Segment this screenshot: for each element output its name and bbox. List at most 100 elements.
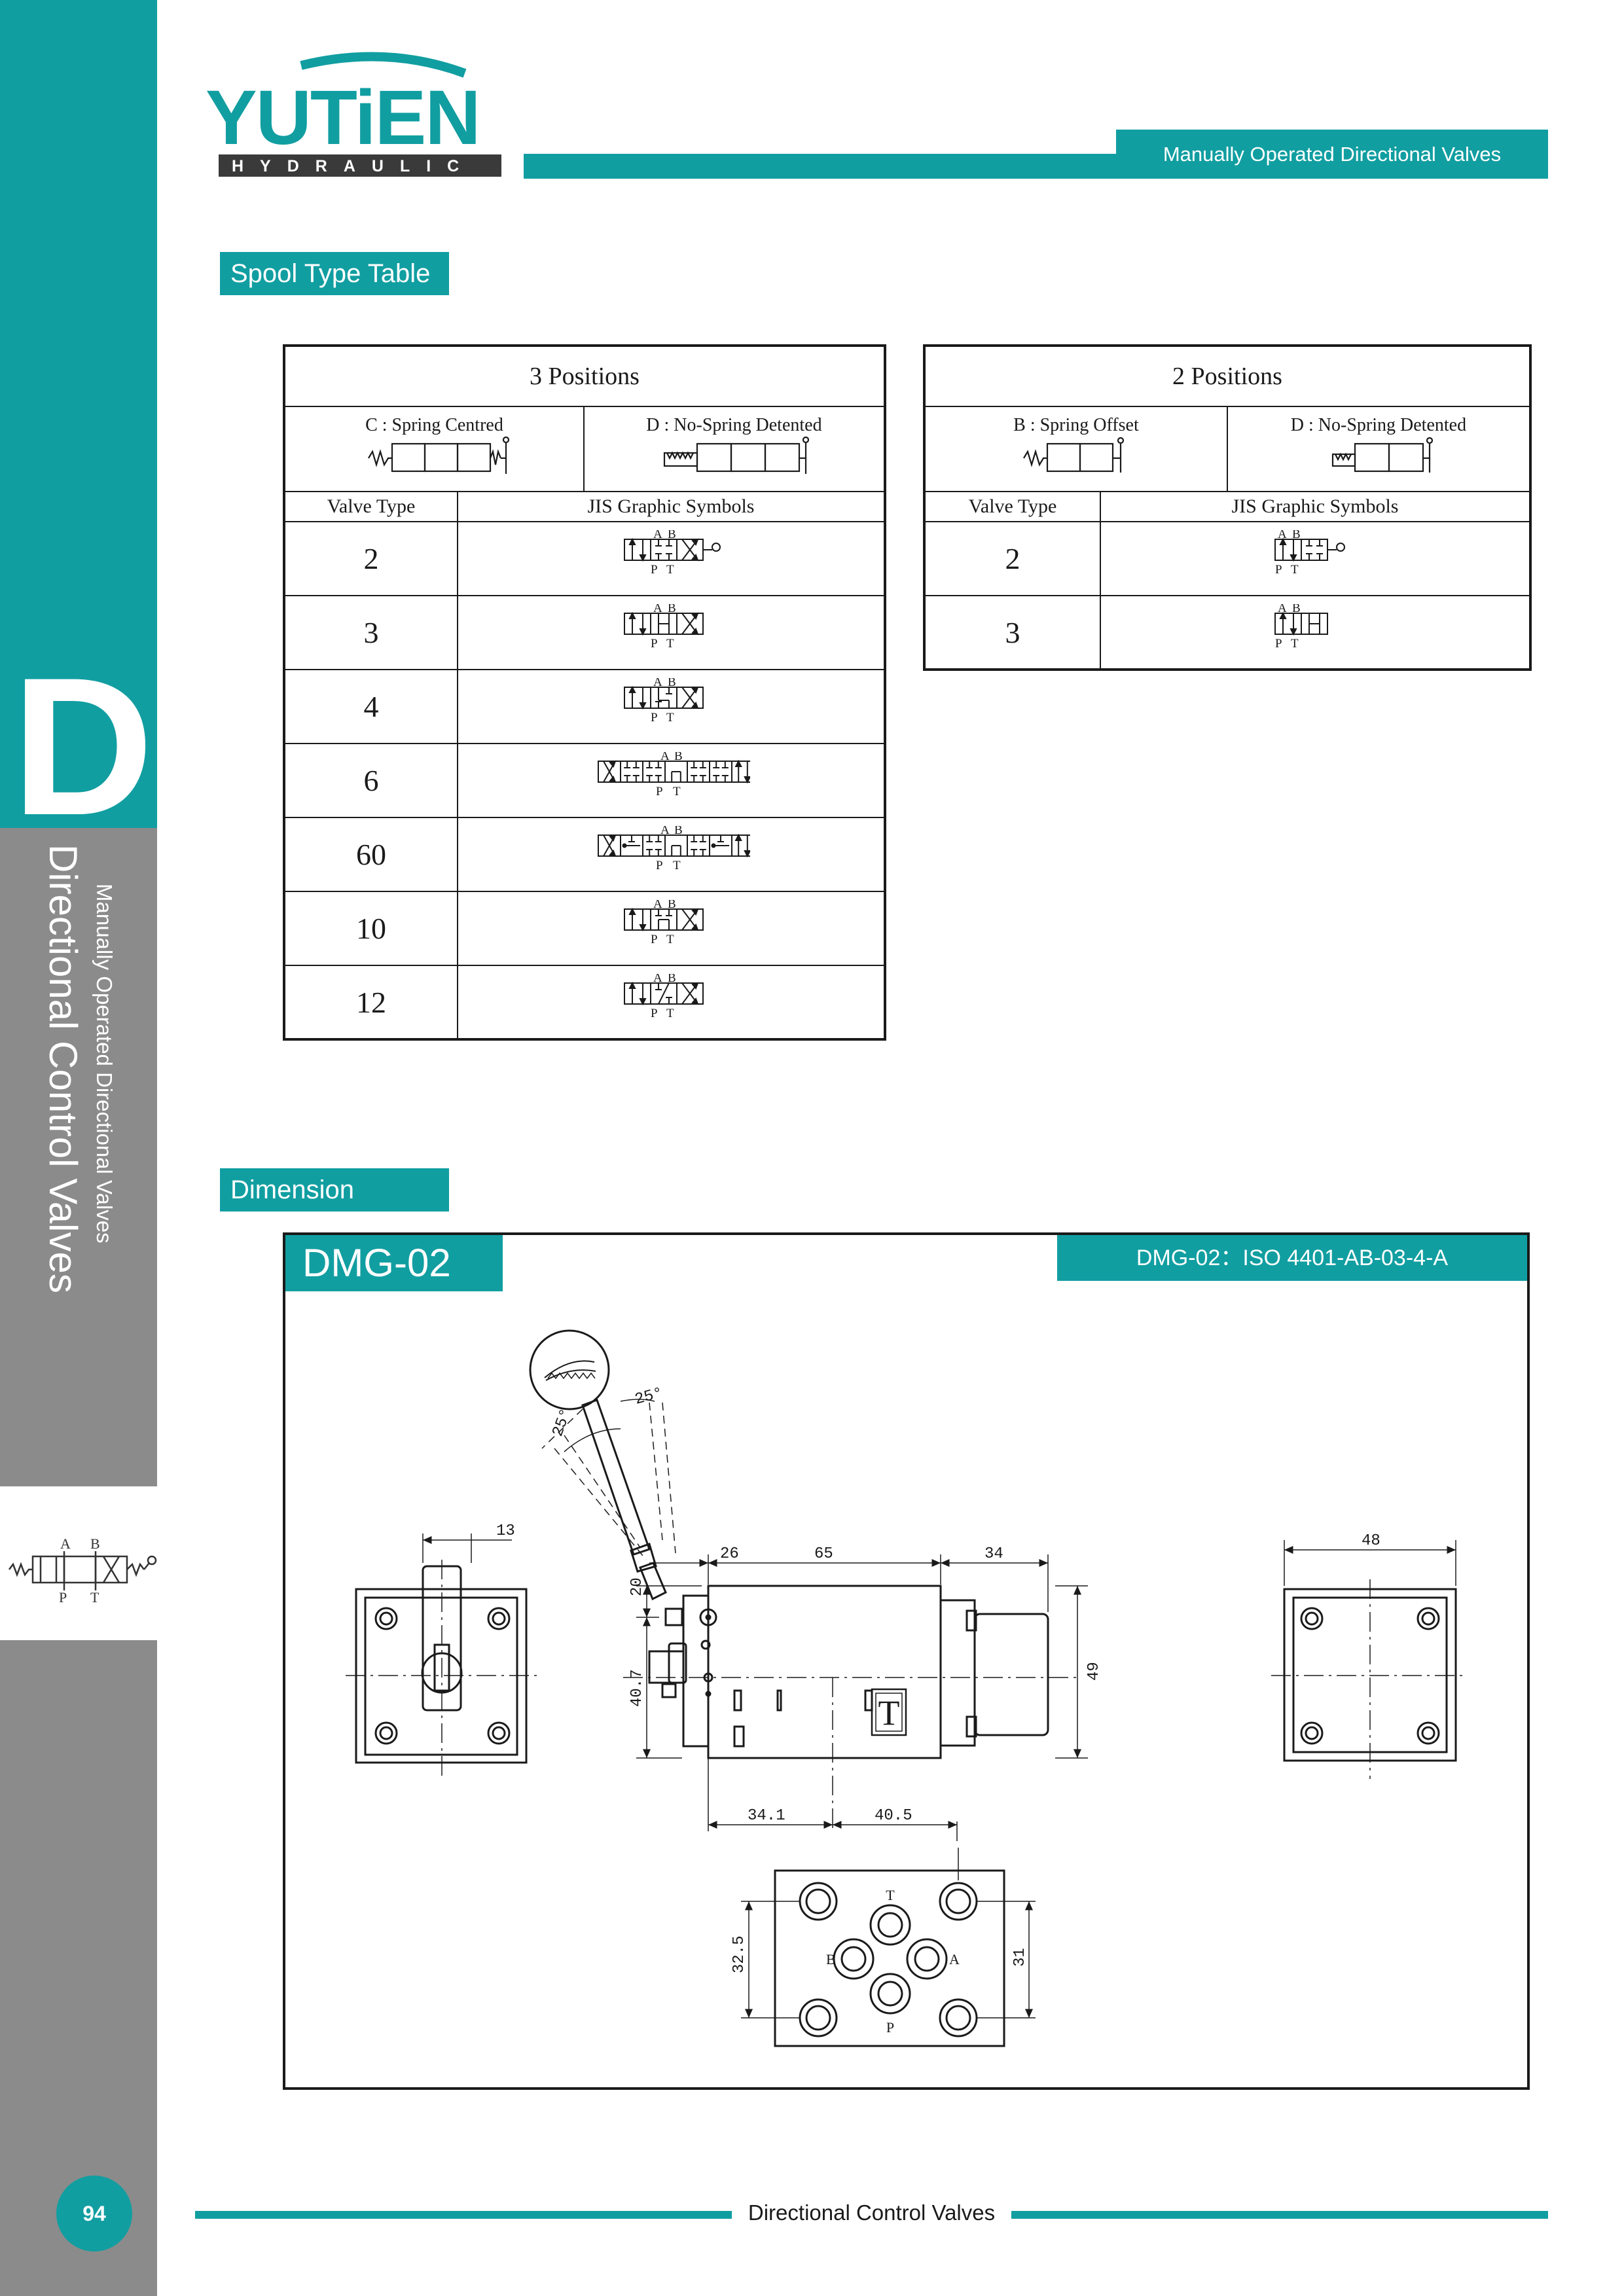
table3-title: 3 Positions <box>283 345 886 407</box>
dim-49: 49 <box>1085 1662 1103 1681</box>
spool-table-3-positions: 3 Positions C : Spring Centred D : No-Sp… <box>283 344 886 1041</box>
table3-type-cell: 10 <box>283 891 458 966</box>
dim-13: 13 <box>496 1522 515 1540</box>
svg-text:T: T <box>666 637 674 651</box>
dimension-panel <box>283 1232 1530 2090</box>
sidebar-title: Directional Control Valves <box>41 844 85 1293</box>
svg-text:T: T <box>666 711 674 725</box>
svg-text:A: A <box>653 604 662 615</box>
svg-text:A: A <box>660 826 670 837</box>
dim-34-1: 34.1 <box>748 1807 785 1825</box>
spool-section-label: Spool Type Table <box>220 252 449 295</box>
svg-text:B: B <box>668 974 676 985</box>
table3-type-cell: 3 <box>283 595 458 670</box>
table3-type-cell: 2 <box>283 521 458 596</box>
port-a-label: A <box>949 1951 960 1967</box>
dim-26: 26 <box>720 1545 739 1563</box>
dim-32-5: 32.5 <box>731 1935 748 1973</box>
svg-text:A: A <box>660 752 670 763</box>
dim-31: 31 <box>1011 1948 1029 1967</box>
spool-table-2-positions: 2 Positions B : Spring Offset D : No-Spr… <box>923 344 1532 671</box>
table2-mode-b-label: B : Spring Offset <box>1013 415 1139 435</box>
dimension-section-label: Dimension <box>220 1168 449 1211</box>
table3-mode-c-label: C : Spring Centred <box>365 415 503 435</box>
sidebar-symbol-area <box>0 1486 157 1640</box>
svg-text:T: T <box>1291 563 1299 577</box>
svg-text:T: T <box>673 785 681 798</box>
svg-text:A: A <box>1278 604 1287 615</box>
brand-logo: YUTiEN HYDRAULIC <box>206 52 501 177</box>
detented-2pos-symbol <box>1331 437 1434 473</box>
table3-mode-d: D : No-Spring Detented <box>583 406 886 492</box>
svg-text:B: B <box>668 900 676 911</box>
spring-centred-symbol <box>368 436 510 474</box>
table3-type-cell: 4 <box>283 669 458 744</box>
left-side-view <box>346 1534 538 1776</box>
table3-col-type: Valve Type <box>283 491 458 522</box>
sidebar-port-t: T <box>90 1589 99 1604</box>
sidebar-valve-symbol: A B P T <box>9 1535 157 1604</box>
svg-text:P: P <box>651 1007 658 1020</box>
table2-mode-d-label: D : No-Spring Detented <box>1290 415 1467 435</box>
sidebar-subtitle: Manually Operated Directional Valves <box>92 884 117 1244</box>
svg-text:P: P <box>651 563 658 577</box>
section-letter: D <box>12 636 154 856</box>
front-view <box>623 1554 1088 1841</box>
footer-rule-left <box>195 2211 732 2219</box>
sidebar-port-p: P <box>59 1589 67 1604</box>
dim-34: 34 <box>984 1545 1003 1563</box>
footer-rule-right <box>1011 2211 1548 2219</box>
right-side-view <box>1271 1540 1468 1779</box>
table3-type-cell: 12 <box>283 965 458 1040</box>
model-title: DMG-02 <box>285 1235 503 1291</box>
table3-mode-d-label: D : No-Spring Detented <box>646 415 822 435</box>
brand-sub: HYDRAULIC <box>232 157 475 175</box>
table2-col-type: Valve Type <box>924 491 1101 522</box>
sidebar-port-a: A <box>60 1535 71 1552</box>
lever-handle <box>529 1329 676 1601</box>
table2-col-symbol: JIS Graphic Symbols <box>1099 491 1532 522</box>
svg-text:B: B <box>668 678 676 689</box>
svg-text:B: B <box>1292 604 1301 615</box>
svg-text:A: A <box>1278 530 1287 541</box>
svg-text:B: B <box>668 530 676 541</box>
footer-title: Directional Control Valves <box>748 2200 996 2225</box>
page-number: 94 <box>56 2176 132 2251</box>
svg-text:B: B <box>674 826 683 837</box>
table3-type-cell: 6 <box>283 743 458 818</box>
table2-title: 2 Positions <box>924 345 1531 407</box>
svg-text:P: P <box>1275 563 1282 577</box>
svg-text:P: P <box>656 785 663 798</box>
svg-text:P: P <box>1275 637 1282 651</box>
svg-text:A: A <box>653 974 662 985</box>
svg-text:B: B <box>674 752 683 763</box>
svg-text:B: B <box>668 604 676 615</box>
table2-type-cell: 3 <box>924 595 1101 670</box>
brand-name: YUTiEN <box>206 75 480 161</box>
table3-mode-c: C : Spring Centred <box>283 406 585 492</box>
sidebar-top <box>0 0 157 828</box>
svg-text:P: P <box>651 933 658 946</box>
table3-type-cell: 60 <box>283 817 458 892</box>
table2-type-cell: 2 <box>924 521 1101 596</box>
svg-text:A: A <box>653 678 662 689</box>
svg-text:T: T <box>666 1007 674 1020</box>
header-title: Manually Operated Directional Valves <box>1116 130 1548 179</box>
spring-offset-symbol <box>1023 437 1125 473</box>
svg-text:T: T <box>666 933 674 946</box>
angle-right-label: 25° <box>633 1384 665 1408</box>
